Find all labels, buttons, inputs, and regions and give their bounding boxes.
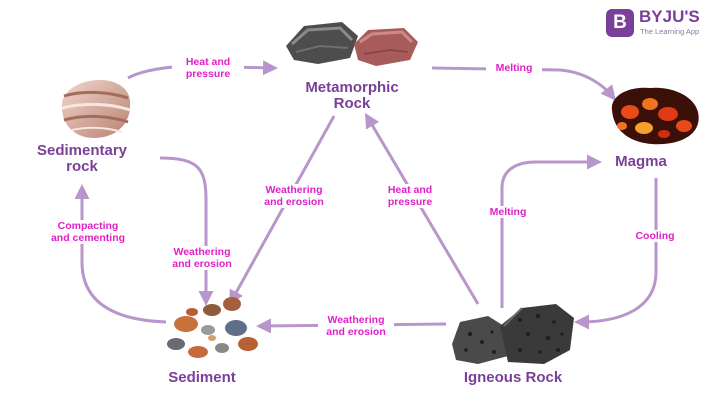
edge-label-sediment-to-sedimentary: Compacting and cementing	[42, 220, 134, 244]
byjus-logo-name: BYJU'S	[639, 7, 700, 26]
byjus-logo-tagline: The Learning App	[640, 27, 700, 36]
metamorphic-rock-icon	[286, 22, 418, 66]
edge-label-sedimentary-to-metamorphic: Heat and pressure	[172, 56, 244, 80]
edge-metamorphic-to-magma	[431, 66, 616, 101]
magma-label: Magma	[615, 153, 667, 170]
byjus-logo: B BYJU'S The Learning App	[606, 6, 716, 46]
edge-igneous-to-magma	[500, 154, 602, 308]
igneous-rock-icon	[452, 304, 574, 364]
sediment-icon	[167, 297, 258, 358]
magma-icon	[611, 87, 699, 145]
edge-label-sedimentary-to-sediment: Weathering and erosion	[164, 246, 240, 270]
edge-label-igneous-to-metamorphic: Heat and pressure	[378, 184, 442, 208]
edge-metamorphic-to-sediment	[229, 115, 336, 306]
arrows	[74, 60, 658, 334]
edge-sediment-to-sedimentary	[74, 184, 167, 324]
byjus-logo-mark: B	[606, 9, 634, 37]
sediment-label: Sediment	[168, 369, 236, 386]
sedimentary-rock-label: Sedimentary rock	[36, 142, 128, 175]
sedimentary-rock-icon	[61, 80, 131, 138]
edge-igneous-to-metamorphic	[364, 112, 480, 305]
edge-label-metamorphic-to-sediment: Weathering and erosion	[256, 184, 332, 208]
edge-sedimentary-to-sediment	[159, 156, 214, 306]
edge-magma-to-igneous	[574, 178, 658, 330]
edge-label-magma-to-igneous: Cooling	[628, 230, 682, 242]
edge-label-igneous-to-magma: Melting	[482, 206, 534, 218]
edge-label-igneous-to-sediment: Weathering and erosion	[318, 314, 394, 338]
edge-label-metamorphic-to-magma: Melting	[486, 62, 542, 74]
metamorphic-rock-label: Metamorphic Rock	[305, 79, 399, 112]
igneous-rock-label: Igneous Rock	[463, 369, 563, 386]
